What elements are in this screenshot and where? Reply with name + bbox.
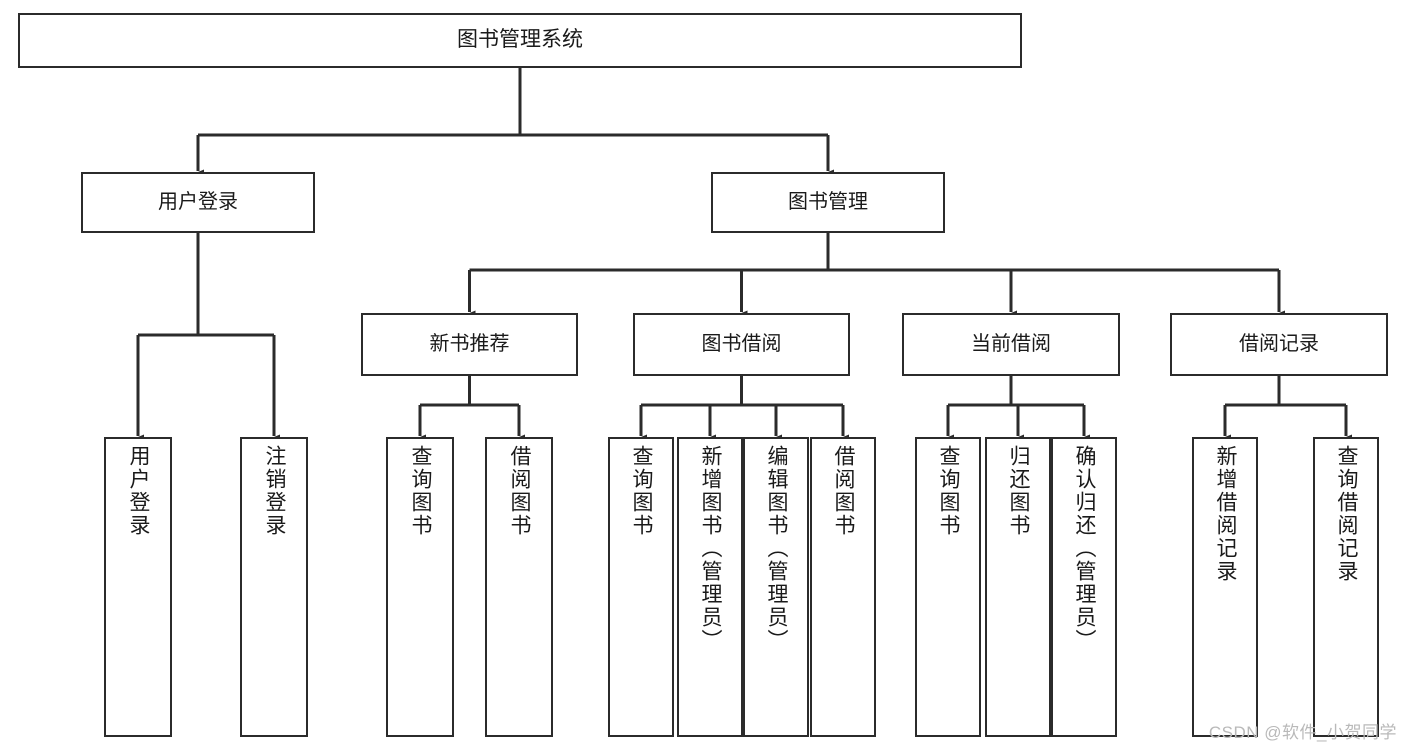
node-new-book-rec[interactable]: 新书推荐 [361,313,578,376]
node-label-leaf-query-book-3: 查询图书 [937,445,961,537]
node-user-login[interactable]: 用户登录 [81,172,315,233]
node-leaf-user-login[interactable]: 用户登录 [104,437,172,737]
node-label-leaf-borrow-book-1: 借阅图书 [508,445,532,537]
node-label-leaf-add-record: 新增借阅记录 [1214,445,1238,583]
node-leaf-add-book[interactable]: 新增图书（管理员） [677,437,743,737]
node-book-borrow[interactable]: 图书借阅 [633,313,850,376]
node-leaf-borrow-book-1[interactable]: 借阅图书 [485,437,553,737]
watermark-label: CSDN @软件_小贺同学 [1208,723,1397,742]
node-leaf-query-book-2[interactable]: 查询图书 [608,437,674,737]
node-label-leaf-user-login: 用户登录 [127,445,151,537]
node-label-leaf-confirm-return: 确认归还（管理员） [1073,445,1097,652]
node-root[interactable]: 图书管理系统 [18,13,1022,68]
node-label-leaf-query-book-2: 查询图书 [630,445,654,537]
node-label-borrow-record: 借阅记录 [1239,332,1319,355]
node-label-user-login: 用户登录 [158,190,238,213]
node-label-leaf-logout: 注销登录 [263,445,287,537]
node-leaf-edit-book[interactable]: 编辑图书（管理员） [743,437,809,737]
node-label-leaf-query-record: 查询借阅记录 [1335,445,1359,583]
node-leaf-query-book-1[interactable]: 查询图书 [386,437,454,737]
node-leaf-query-book-3[interactable]: 查询图书 [915,437,981,737]
node-leaf-confirm-return[interactable]: 确认归还（管理员） [1051,437,1117,737]
node-label-leaf-add-book: 新增图书（管理员） [699,445,723,652]
node-current-borrow[interactable]: 当前借阅 [902,313,1120,376]
node-label-book-borrow: 图书借阅 [701,332,782,355]
node-leaf-borrow-book-2[interactable]: 借阅图书 [810,437,876,737]
node-label-leaf-query-book-1: 查询图书 [409,445,433,537]
node-label-new-book-rec: 新书推荐 [429,332,510,355]
node-book-manage[interactable]: 图书管理 [711,172,945,233]
node-leaf-logout[interactable]: 注销登录 [240,437,308,737]
connector-lines [132,68,1352,445]
node-leaf-add-record[interactable]: 新增借阅记录 [1192,437,1258,737]
node-borrow-record[interactable]: 借阅记录 [1170,313,1388,376]
node-label-root: 图书管理系统 [457,28,583,52]
node-label-current-borrow: 当前借阅 [971,332,1051,355]
node-leaf-query-record[interactable]: 查询借阅记录 [1313,437,1379,737]
node-leaf-return-book[interactable]: 归还图书 [985,437,1051,737]
node-label-leaf-return-book: 归还图书 [1007,445,1031,537]
node-label-leaf-edit-book: 编辑图书（管理员） [765,445,789,652]
node-label-book-manage: 图书管理 [788,190,868,213]
node-label-leaf-borrow-book-2: 借阅图书 [832,445,856,537]
